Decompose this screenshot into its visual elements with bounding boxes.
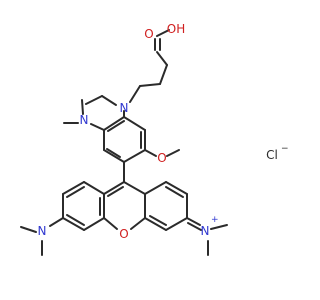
chloride-charge: −	[281, 144, 289, 154]
atom-oh: OH	[167, 22, 185, 36]
structure-canvas: OH O N N O O N N + Cl −	[20, 22, 289, 256]
atom-n-top: N	[120, 101, 129, 115]
methoxy-group	[144, 149, 180, 157]
iminium-group	[186, 217, 228, 256]
left-dimethylamino-group	[63, 99, 105, 131]
upper-benzene-ring	[103, 110, 146, 163]
atom-n-bottom-left: N	[38, 224, 47, 238]
atom-carbonyl-o: O	[144, 27, 153, 41]
atom-xanthene-o: O	[119, 227, 128, 241]
ethyl-group	[85, 95, 117, 106]
xanthene-central-ring	[103, 181, 146, 230]
chemical-structure: OH O N N O O N N + Cl −	[20, 22, 289, 256]
xanthene-right-ring	[144, 181, 188, 231]
xanthene-left-ring	[62, 181, 105, 231]
atom-n-iminium: N	[201, 224, 210, 238]
iminium-charge: +	[211, 215, 219, 225]
atom-n-left: N	[80, 113, 89, 127]
chloride-ion: Cl	[266, 148, 278, 162]
carboxylic-acid-chain	[129, 29, 170, 103]
bottom-left-dimethylamino-group	[20, 217, 64, 256]
atom-methoxy-o: O	[157, 151, 166, 165]
